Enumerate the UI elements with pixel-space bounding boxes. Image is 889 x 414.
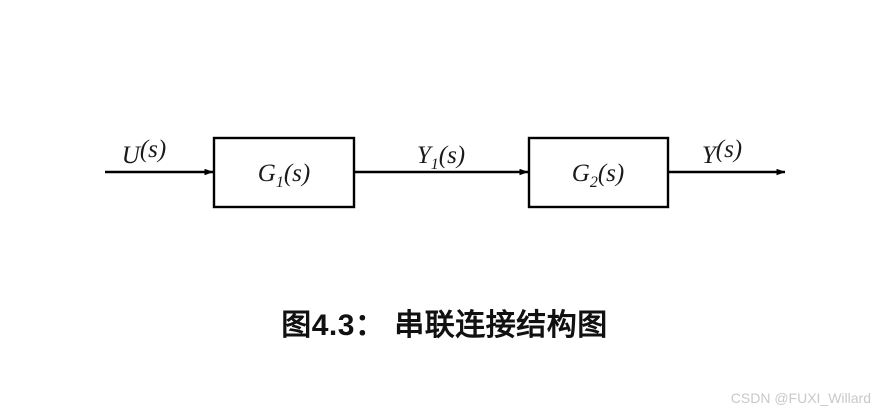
- figure-caption: 图4.3： 串联连接结构图: [281, 309, 608, 342]
- signal-middle-label-tail: (s): [439, 142, 465, 169]
- block-g2-label-sub: 2: [590, 174, 598, 191]
- block-g2-label-base: G: [572, 160, 590, 187]
- watermark-text: CSDN @FUXI_Willard: [730, 390, 871, 406]
- block-g2-label: G2(s): [572, 160, 624, 191]
- block-g1-label-base: G: [258, 160, 276, 187]
- signal-input-label-base: U: [122, 142, 142, 169]
- block-g2: [527, 136, 670, 209]
- signal-input-label-tail: (s): [140, 136, 166, 163]
- block-g1-label: G1(s): [258, 160, 310, 191]
- block-g2-label-tail: (s): [598, 160, 624, 187]
- signal-output-label: Y(s): [702, 136, 742, 169]
- signal-middle-label-sub: 1: [431, 156, 439, 173]
- signal-middle-label: Y1(s): [417, 142, 465, 173]
- signal-output-label-base: Y: [702, 142, 719, 169]
- block-g1-label-tail: (s): [284, 160, 310, 187]
- block-g1-label-sub: 1: [276, 174, 284, 191]
- signal-middle-label-base: Y: [417, 142, 434, 169]
- signal-output-label-tail: (s): [716, 136, 742, 163]
- signal-input-label: U(s): [122, 136, 166, 169]
